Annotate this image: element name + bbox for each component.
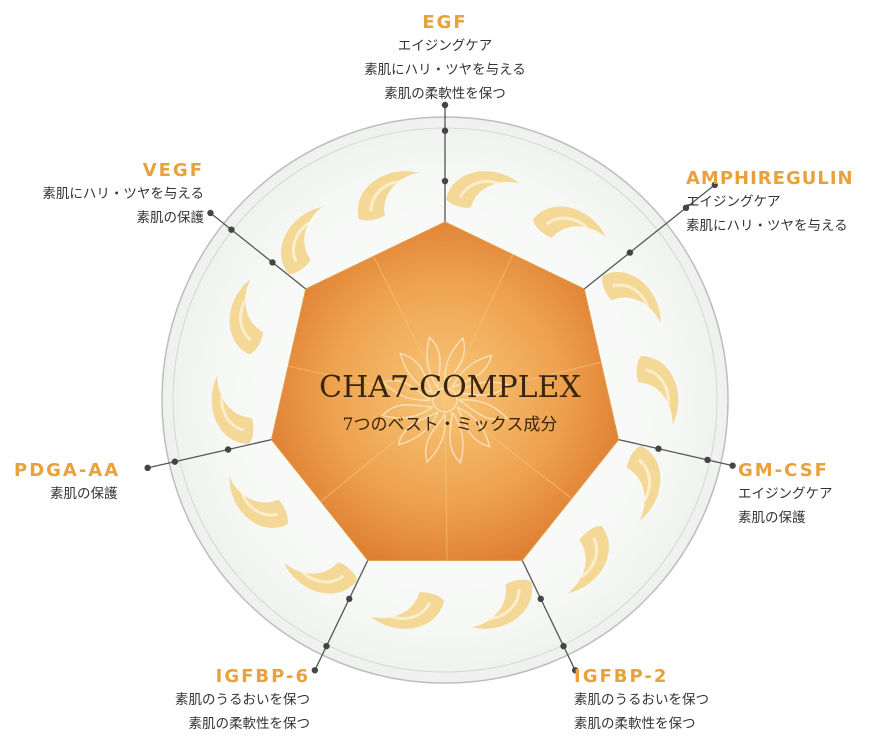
leaf-swirl: [567, 525, 609, 594]
connector-igfbp-2: [521, 560, 576, 671]
connector-gm-csf: [618, 438, 733, 467]
leaf-swirl: [602, 272, 661, 324]
mandala-petal: [380, 404, 434, 419]
callout-gm-csf: GM-CSF エイジングケア 素肌の保護: [738, 460, 878, 530]
center-title: CHA7-COMPLEX: [319, 370, 581, 405]
leaf-swirl: [229, 476, 288, 528]
center-subtitle: 7つのベスト・ミックス成分: [342, 415, 558, 435]
factor-line: 素肌の柔軟性を保つ: [188, 716, 311, 732]
connector-dot: [269, 259, 276, 266]
mandala-petal: [397, 411, 439, 446]
leaf-swirl: [283, 562, 358, 594]
connector-dot: [655, 445, 662, 452]
connector-dot: [441, 127, 449, 134]
connector-dot: [441, 101, 449, 109]
factor-line: 素肌にハリ・ツヤを与える: [42, 186, 204, 202]
connector-dot: [626, 249, 634, 256]
mandala-petal: [426, 335, 441, 389]
factor-line: 素肌にハリ・ツヤを与える: [686, 218, 848, 234]
connector-dot: [441, 177, 449, 185]
factor-line: 素肌の保護: [50, 486, 118, 502]
factor-line: エイジングケア: [686, 194, 781, 210]
callout-pdga-aa: PDGA-AA 素肌の保護: [14, 460, 184, 506]
callout-amphiregulin: AMPHIREGULIN エイジングケア 素肌にハリ・ツヤを与える: [686, 168, 881, 238]
leaf-swirls: [211, 171, 679, 629]
factor-name: EGF: [422, 12, 468, 33]
mandala-petal: [449, 411, 464, 465]
connector-dot: [704, 456, 711, 464]
heptagon: [270, 221, 620, 561]
leaf-swirl: [357, 171, 419, 221]
connector-dot: [224, 446, 232, 453]
connector-dot: [207, 209, 214, 217]
leaf-swirl: [281, 206, 323, 275]
connector-dot: [560, 642, 567, 650]
leaf-swirl: [532, 206, 607, 238]
connector-dot: [571, 667, 579, 674]
leaf-swirl: [626, 445, 661, 521]
connector-dot: [228, 226, 235, 233]
leaf-swirl: [636, 356, 679, 425]
factor-line: 素肌の柔軟性を保つ: [574, 716, 696, 732]
leaf-swirl: [445, 171, 520, 208]
segment-line: [373, 256, 446, 401]
callout-vegf: VEGF 素肌にハリ・ツヤを与える 素肌の保護: [8, 160, 204, 230]
factor-line: 素肌のうるおいを保つ: [574, 692, 709, 708]
factor-name: VEGF: [142, 160, 204, 181]
segment-line: [444, 399, 572, 499]
factor-name: GM-CSF: [738, 460, 829, 481]
factor-line: 素肌にハリ・ツヤを与える: [364, 62, 526, 78]
factor-line: 素肌の柔軟性を保つ: [384, 86, 506, 102]
connector-dot: [346, 595, 353, 603]
connector-dot: [729, 462, 736, 469]
heptagon-segments: [288, 254, 601, 561]
mandala-petal: [458, 399, 509, 421]
segment-line: [444, 254, 514, 401]
mandala-petal: [399, 352, 434, 394]
factor-name: AMPHIREGULIN: [686, 168, 854, 189]
factor-line: 素肌のうるおいを保つ: [175, 692, 310, 708]
connector-pdga-aa: [147, 438, 272, 469]
connector-dot: [537, 595, 544, 603]
leaf-swirl: [229, 279, 264, 355]
callout-egf: EGF エイジングケア 素肌にハリ・ツヤを与える 素肌の柔軟性を保つ: [330, 12, 560, 106]
factor-name: IGFBP-2: [574, 666, 669, 687]
connector-vegf: [210, 212, 307, 290]
factor-name: IGFBP-6: [215, 666, 310, 687]
factor-line: エイジングケア: [397, 38, 493, 54]
mandala-petal: [444, 336, 466, 387]
factor-line: 素肌の保護: [136, 210, 205, 226]
leaf-swirl: [471, 579, 533, 629]
connector-dot: [311, 667, 319, 674]
factor-line: エイジングケア: [738, 486, 833, 502]
mandala-petal: [456, 381, 510, 396]
mandala-petal: [381, 379, 432, 401]
connector-igfbp-6: [314, 560, 369, 671]
mandala-core: [432, 387, 458, 413]
factor-name: PDGA-AA: [14, 460, 121, 481]
connector-dot: [171, 458, 179, 465]
connector-dot: [682, 204, 690, 212]
center-label: CHA7-COMPLEX 7つのベスト・ミックス成分: [290, 368, 610, 442]
connector-dots: [144, 101, 736, 674]
connector-dot: [711, 181, 718, 189]
mandala-petal: [424, 413, 446, 464]
center-mandala: [380, 335, 510, 465]
mandala-petal: [456, 406, 491, 448]
connector-dot: [323, 642, 330, 650]
factor-line: 素肌の保護: [738, 510, 806, 526]
connector-dot: [144, 464, 151, 472]
leaf-swirl: [370, 592, 445, 629]
callout-igfbp-2: IGFBP-2 素肌のうるおいを保つ 素肌の柔軟性を保つ: [574, 666, 774, 736]
mandala-petal: [451, 354, 493, 389]
segment-line: [320, 399, 446, 502]
leaf-swirl: [211, 375, 254, 444]
connector-lines: [147, 105, 733, 671]
segment-line: [288, 365, 446, 401]
callout-igfbp-6: IGFBP-6 素肌のうるおいを保つ 素肌の柔軟性を保つ: [110, 666, 310, 736]
connector-amphiregulin: [583, 184, 716, 290]
